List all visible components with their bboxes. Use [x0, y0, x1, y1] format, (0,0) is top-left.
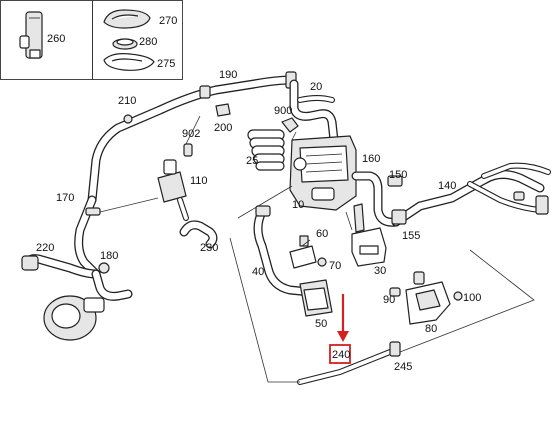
callout-240: 240: [332, 349, 350, 361]
callout-245: 245: [394, 361, 412, 373]
inset-label-260: 260: [47, 33, 65, 45]
part-70-bolt: [317, 257, 327, 267]
callout-170: 170: [56, 192, 74, 204]
part-220-hose-assembly: [21, 254, 133, 301]
hose-20: [289, 79, 339, 145]
callout-220: 220: [36, 242, 54, 254]
callout-210: 210: [118, 95, 136, 107]
inset-label-280: 280: [139, 36, 157, 48]
callout-140: 140: [438, 180, 456, 192]
part-25-bellows: [247, 129, 285, 171]
callout-110: 110: [190, 175, 208, 187]
inset-panel: 260 270 280 275: [0, 0, 183, 80]
part-200-clip: [215, 103, 231, 117]
callout-900: 900: [274, 105, 292, 117]
callout-200: 200: [214, 122, 232, 134]
callout-150: 150: [389, 169, 407, 181]
callout-60: 60: [316, 228, 328, 240]
part-150-connector: [387, 175, 403, 187]
part-275-gasket-icon: [103, 53, 155, 71]
arrow-down-icon: [337, 331, 349, 342]
part-pump-lower-left: [43, 295, 105, 341]
callout-10: 10: [292, 199, 304, 211]
inset-label-270: 270: [159, 15, 177, 27]
part-30-bracket: [351, 203, 387, 267]
callout-30: 30: [374, 265, 386, 277]
hose-190: [87, 71, 297, 205]
part-280-seal-icon: [112, 38, 138, 50]
callout-80: 80: [425, 323, 437, 335]
part-900-fitting: [281, 117, 299, 133]
part-210-clip: [123, 114, 133, 124]
callout-20: 20: [310, 81, 322, 93]
highlight-box: [329, 344, 351, 364]
part-155-fitting: [391, 209, 407, 225]
part-60-bracket: [289, 235, 317, 269]
callout-labels: 190 20 210 900 200 902 25 160 150 110 14…: [36, 69, 481, 373]
part-100-nut: [453, 291, 463, 301]
callout-230: 230: [200, 242, 218, 254]
part-50-unit: [299, 279, 333, 317]
part-10-heater-unit: [289, 135, 357, 211]
callout-25: 25: [246, 155, 258, 167]
callout-50: 50: [315, 318, 327, 330]
callout-180: 180: [100, 250, 118, 262]
part-245-clamp: [389, 341, 401, 357]
hose-170: [74, 195, 101, 279]
leader-lines: [99, 115, 535, 383]
part-110-valve: [157, 159, 189, 221]
hose-140: [391, 162, 551, 227]
callout-155: 155: [402, 230, 420, 242]
highlight-240: [329, 294, 351, 364]
inset-label-275: 275: [157, 58, 175, 70]
hose-160: [351, 171, 401, 227]
callout-90: 90: [383, 294, 395, 306]
inset-box-270-280-275: [92, 0, 183, 80]
hose-40: [253, 205, 315, 297]
callout-160: 160: [362, 153, 380, 165]
callout-40: 40: [252, 266, 264, 278]
callout-902: 902: [182, 128, 200, 140]
part-180-clamp: [98, 262, 110, 274]
part-80-bracket: [405, 271, 451, 325]
hose-240: [297, 349, 393, 385]
callout-100: 100: [463, 292, 481, 304]
callout-70: 70: [329, 260, 341, 272]
callout-190: 190: [219, 69, 237, 81]
part-270-cap-icon: [103, 9, 151, 29]
part-90-bolt: [389, 287, 401, 297]
hose-230: [179, 220, 218, 249]
part-902-bolt: [183, 143, 193, 157]
part-260-sensor-icon: [19, 11, 43, 59]
